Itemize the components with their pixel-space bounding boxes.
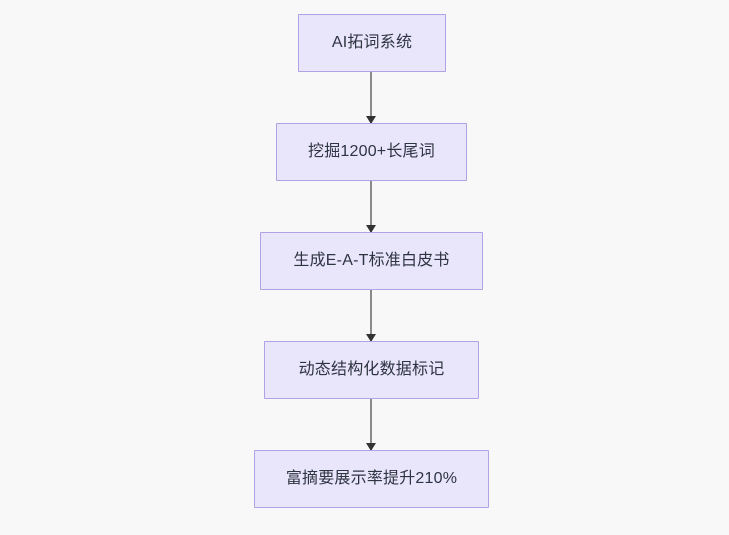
arrowhead-icon <box>366 443 376 451</box>
arrowhead-icon <box>366 116 376 124</box>
edge-n2-n3 <box>366 181 376 233</box>
edge-n1-n2 <box>366 72 376 124</box>
arrowhead-icon <box>366 334 376 342</box>
node-label: 生成E-A-T标准白皮书 <box>293 252 450 270</box>
node-label: AI拓词系统 <box>331 34 413 52</box>
edge-line <box>370 290 372 341</box>
flowchart-node-dynamic-structured-data-markup[interactable]: 动态结构化数据标记 <box>264 341 479 399</box>
arrowhead-icon <box>366 225 376 233</box>
edge-line <box>370 181 372 232</box>
edge-n4-n5 <box>366 399 376 451</box>
node-label: 动态结构化数据标记 <box>298 361 445 379</box>
flowchart-node-ai-keyword-system[interactable]: AI拓词系统 <box>298 14 446 72</box>
flowchart-node-rich-snippet-rate-increase[interactable]: 富摘要展示率提升210% <box>254 450 489 508</box>
node-label: 富摘要展示率提升210% <box>285 470 458 488</box>
flowchart-node-generate-eat-whitepaper[interactable]: 生成E-A-T标准白皮书 <box>260 232 483 290</box>
edge-line <box>370 72 372 123</box>
edge-n3-n4 <box>366 290 376 342</box>
node-label: 挖掘1200+长尾词 <box>308 143 435 161</box>
edge-line <box>370 399 372 450</box>
flowchart-node-mine-longtail-keywords[interactable]: 挖掘1200+长尾词 <box>276 123 467 181</box>
